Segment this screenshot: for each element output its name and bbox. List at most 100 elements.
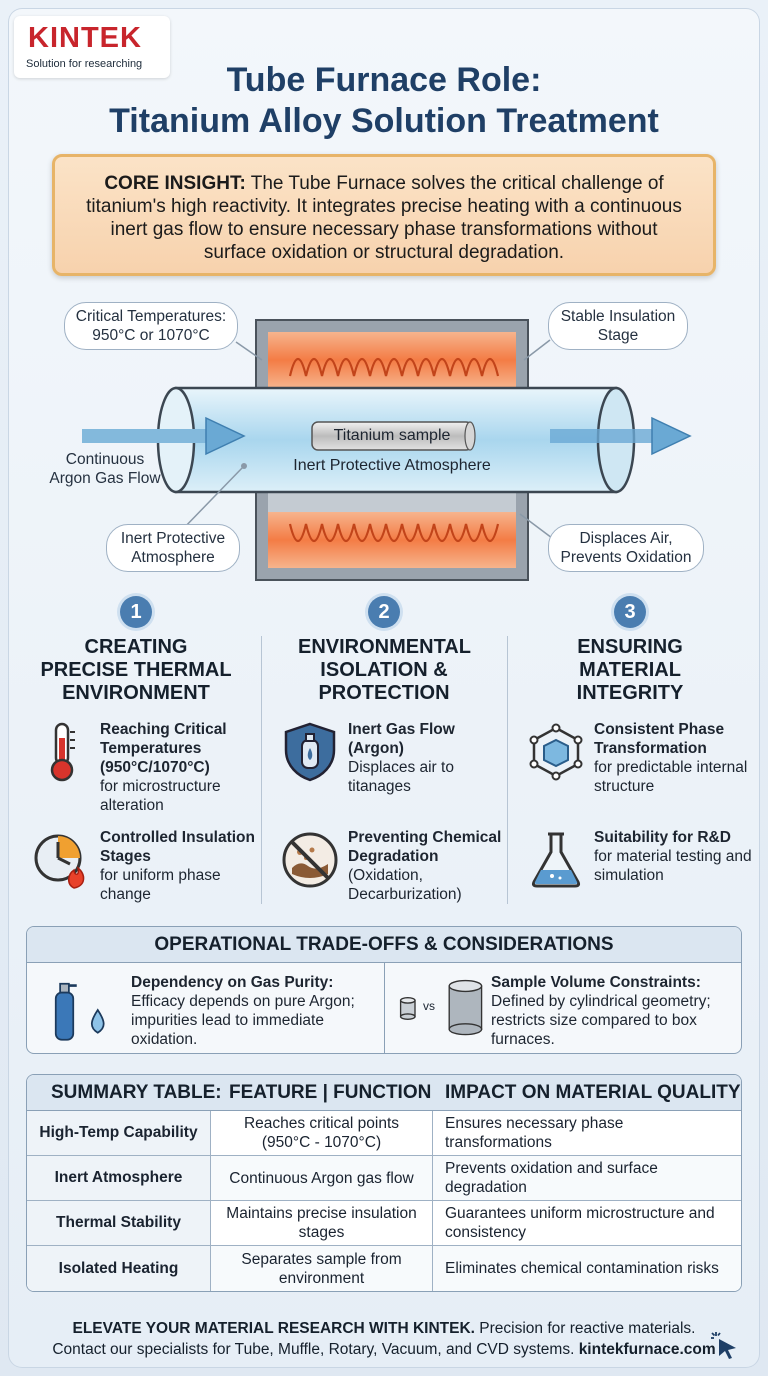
callout-text: Critical Temperatures: [75, 308, 227, 325]
feature-item: Suitability for R&D for material testing … [504, 828, 756, 918]
table-header-label: SUMMARY TABLE: [51, 1082, 222, 1103]
feature-item: Inert Gas Flow (Argon)Displaces air to t… [258, 720, 510, 810]
table-cell-impact: Guarantees uniform microstructure and co… [445, 1205, 715, 1241]
quartz-tube [174, 386, 618, 494]
column-title: ENSURING MATERIAL INTEGRITY [576, 636, 684, 704]
footer-cta: ELEVATE YOUR MATERIAL RESEARCH WITH KINT… [0, 1318, 768, 1360]
column-title: ENVIRONMENTAL ISOLATION & PROTECTION [298, 636, 471, 704]
crystal-lattice-icon [529, 723, 583, 781]
heating-coils [288, 357, 500, 543]
table-cell-impact: Eliminates chemical contamination risks [445, 1260, 719, 1277]
tradeoff-desc: Defined by cylindrical geometry; restric… [491, 993, 711, 1048]
small-vs-large-cylinder-icon [399, 979, 483, 1036]
feature-title: Consistent Phase Transformation [594, 721, 725, 757]
title-line-1: Tube Furnace Role: [226, 61, 542, 99]
gas-shield-icon [284, 722, 336, 782]
no-corrosion-icon [282, 832, 338, 888]
column-divider [507, 636, 508, 904]
callout-text: Stage [597, 327, 639, 344]
callout-critical-temperatures: Critical Temperatures: 950°C or 1070°C [64, 302, 238, 350]
tradeoff-desc: Efficacy depends on pure Argon; impuriti… [131, 993, 355, 1048]
tradeoff-title: Sample Volume Constraints: [491, 974, 701, 991]
flask-icon [531, 832, 581, 888]
core-insight-box: CORE INSIGHT: The Tube Furnace solves th… [52, 154, 716, 276]
tradeoffs-heading: OPERATIONAL TRADE-OFFS & CONSIDERATIONS [27, 927, 741, 963]
table-header: SUMMARY TABLE: FEATURE | FUNCTION IMPACT… [27, 1075, 741, 1111]
feature-desc: (Oxidation, Decarburization) [348, 867, 462, 903]
page-title: Tube Furnace Role: Titanium Alloy Soluti… [0, 60, 768, 142]
feature-desc: for uniform phase change [100, 867, 221, 903]
callout-text: Prevents Oxidation [560, 549, 692, 566]
thermometer-icon [50, 722, 75, 782]
table-header-impact: IMPACT ON MATERIAL QUALITY [445, 1082, 741, 1103]
feature-title: Reaching Critical Temperatures (950°C/10… [100, 721, 227, 776]
table-row: Inert Atmosphere Continuous Argon gas fl… [27, 1156, 741, 1201]
table-cell-function: Reaches critical points (950°C - 1070°C) [211, 1111, 433, 1155]
column-environmental-isolation: 2 ENVIRONMENTAL ISOLATION & PROTECTION I… [258, 596, 510, 906]
column-material-integrity: 3 ENSURING MATERIAL INTEGRITY Consistent… [504, 596, 756, 906]
step-number-badge: 2 [368, 596, 400, 628]
step-number-badge: 3 [614, 596, 646, 628]
furnace-illustration [82, 319, 692, 581]
timer-flame-icon [34, 834, 85, 889]
core-insight-label: CORE INSIGHT: [104, 173, 246, 194]
cursor-click-icon [711, 1332, 736, 1359]
callout-text: Inert Protective [120, 530, 226, 547]
table-row: High-Temp Capability Reaches critical po… [27, 1111, 741, 1156]
feature-title: Suitability for R&D [594, 829, 731, 846]
table-cell-function: Maintains precise insulation stages [211, 1201, 433, 1245]
table-cell-impact: Ensures necessary phase transformations [445, 1115, 624, 1151]
feature-title: Inert Gas Flow (Argon) [348, 721, 455, 757]
callout-text: Atmosphere [131, 549, 215, 566]
tradeoff-title: Dependency on Gas Purity: [131, 974, 334, 991]
step-number-badge: 1 [120, 596, 152, 628]
title-line-2: Titanium Alloy Solution Treatment [109, 102, 659, 140]
column-divider [261, 636, 262, 904]
feature-item: Reaching Critical Temperatures (950°C/10… [10, 720, 262, 814]
logo-tagline: Solution for researching [26, 58, 143, 70]
flow-label-line: Continuous [65, 451, 145, 468]
gas-cylinder-drop-icon [54, 982, 105, 1041]
feature-desc: for predictable internal structure [594, 759, 748, 795]
logo-wordmark: KINTEK [28, 22, 142, 54]
flow-label-line: Argon Gas Flow [49, 470, 161, 487]
callout-text: Stable Insulation [560, 308, 676, 325]
feature-title: Controlled Insulation Stages [100, 829, 255, 865]
table-cell-feature: Isolated Heating [27, 1246, 211, 1291]
tradeoffs-panel: OPERATIONAL TRADE-OFFS & CONSIDERATIONS … [26, 926, 742, 1054]
footer-headline: ELEVATE YOUR MATERIAL RESEARCH WITH KINT… [72, 1320, 475, 1337]
table-header-feature-function: FEATURE | FUNCTION [229, 1082, 432, 1103]
tradeoff-gas-purity: Dependency on Gas Purity: Efficacy depend… [27, 963, 385, 1053]
summary-table: SUMMARY TABLE: FEATURE | FUNCTION IMPACT… [26, 1074, 742, 1292]
table-row: Isolated Heating Separates sample from e… [27, 1246, 741, 1291]
gas-flow-arrow-out [550, 416, 692, 456]
callout-text: Displaces Air, [579, 530, 673, 547]
feature-desc: for microstructure alteration [100, 778, 221, 814]
versus-label: vs [423, 999, 435, 1013]
callout-displaces-air: Displaces Air, Prevents Oxidation [548, 524, 704, 572]
table-cell-function: Continuous Argon gas flow [211, 1156, 433, 1200]
callout-text: 950°C or 1070°C [92, 327, 210, 344]
gas-flow-arrow-in [82, 416, 246, 456]
kintek-logo[interactable]: KINTEK Solution for researching [14, 16, 170, 78]
table-cell-function: Separates sample from environment [211, 1246, 433, 1291]
table-cell-feature: Inert Atmosphere [27, 1156, 211, 1200]
column-thermal-environment: 1 CREATING PRECISE THERMAL ENVIRONMENT R… [10, 596, 262, 906]
table-cell-feature: Thermal Stability [27, 1201, 211, 1245]
feature-desc: Displaces air to titanages [348, 759, 454, 795]
table-cell-impact: Prevents oxidation and surface degradati… [445, 1160, 658, 1196]
footer-website-link[interactable]: kintekfurnace.com [578, 1341, 716, 1358]
core-insight-text: The Tube Furnace solves the critical cha… [86, 173, 682, 263]
feature-desc: for material testing and simulation [594, 848, 752, 884]
column-title: CREATING PRECISE THERMAL ENVIRONMENT [40, 636, 232, 704]
feature-title: Preventing Chemical Degradation [348, 829, 502, 865]
inert-atmosphere-label: Inert Protective Atmosphere [293, 457, 491, 474]
table-row: Thermal Stability Maintains precise insu… [27, 1201, 741, 1246]
table-cell-feature: High-Temp Capability [27, 1111, 211, 1155]
titanium-sample-label: Titanium sample [333, 427, 451, 444]
